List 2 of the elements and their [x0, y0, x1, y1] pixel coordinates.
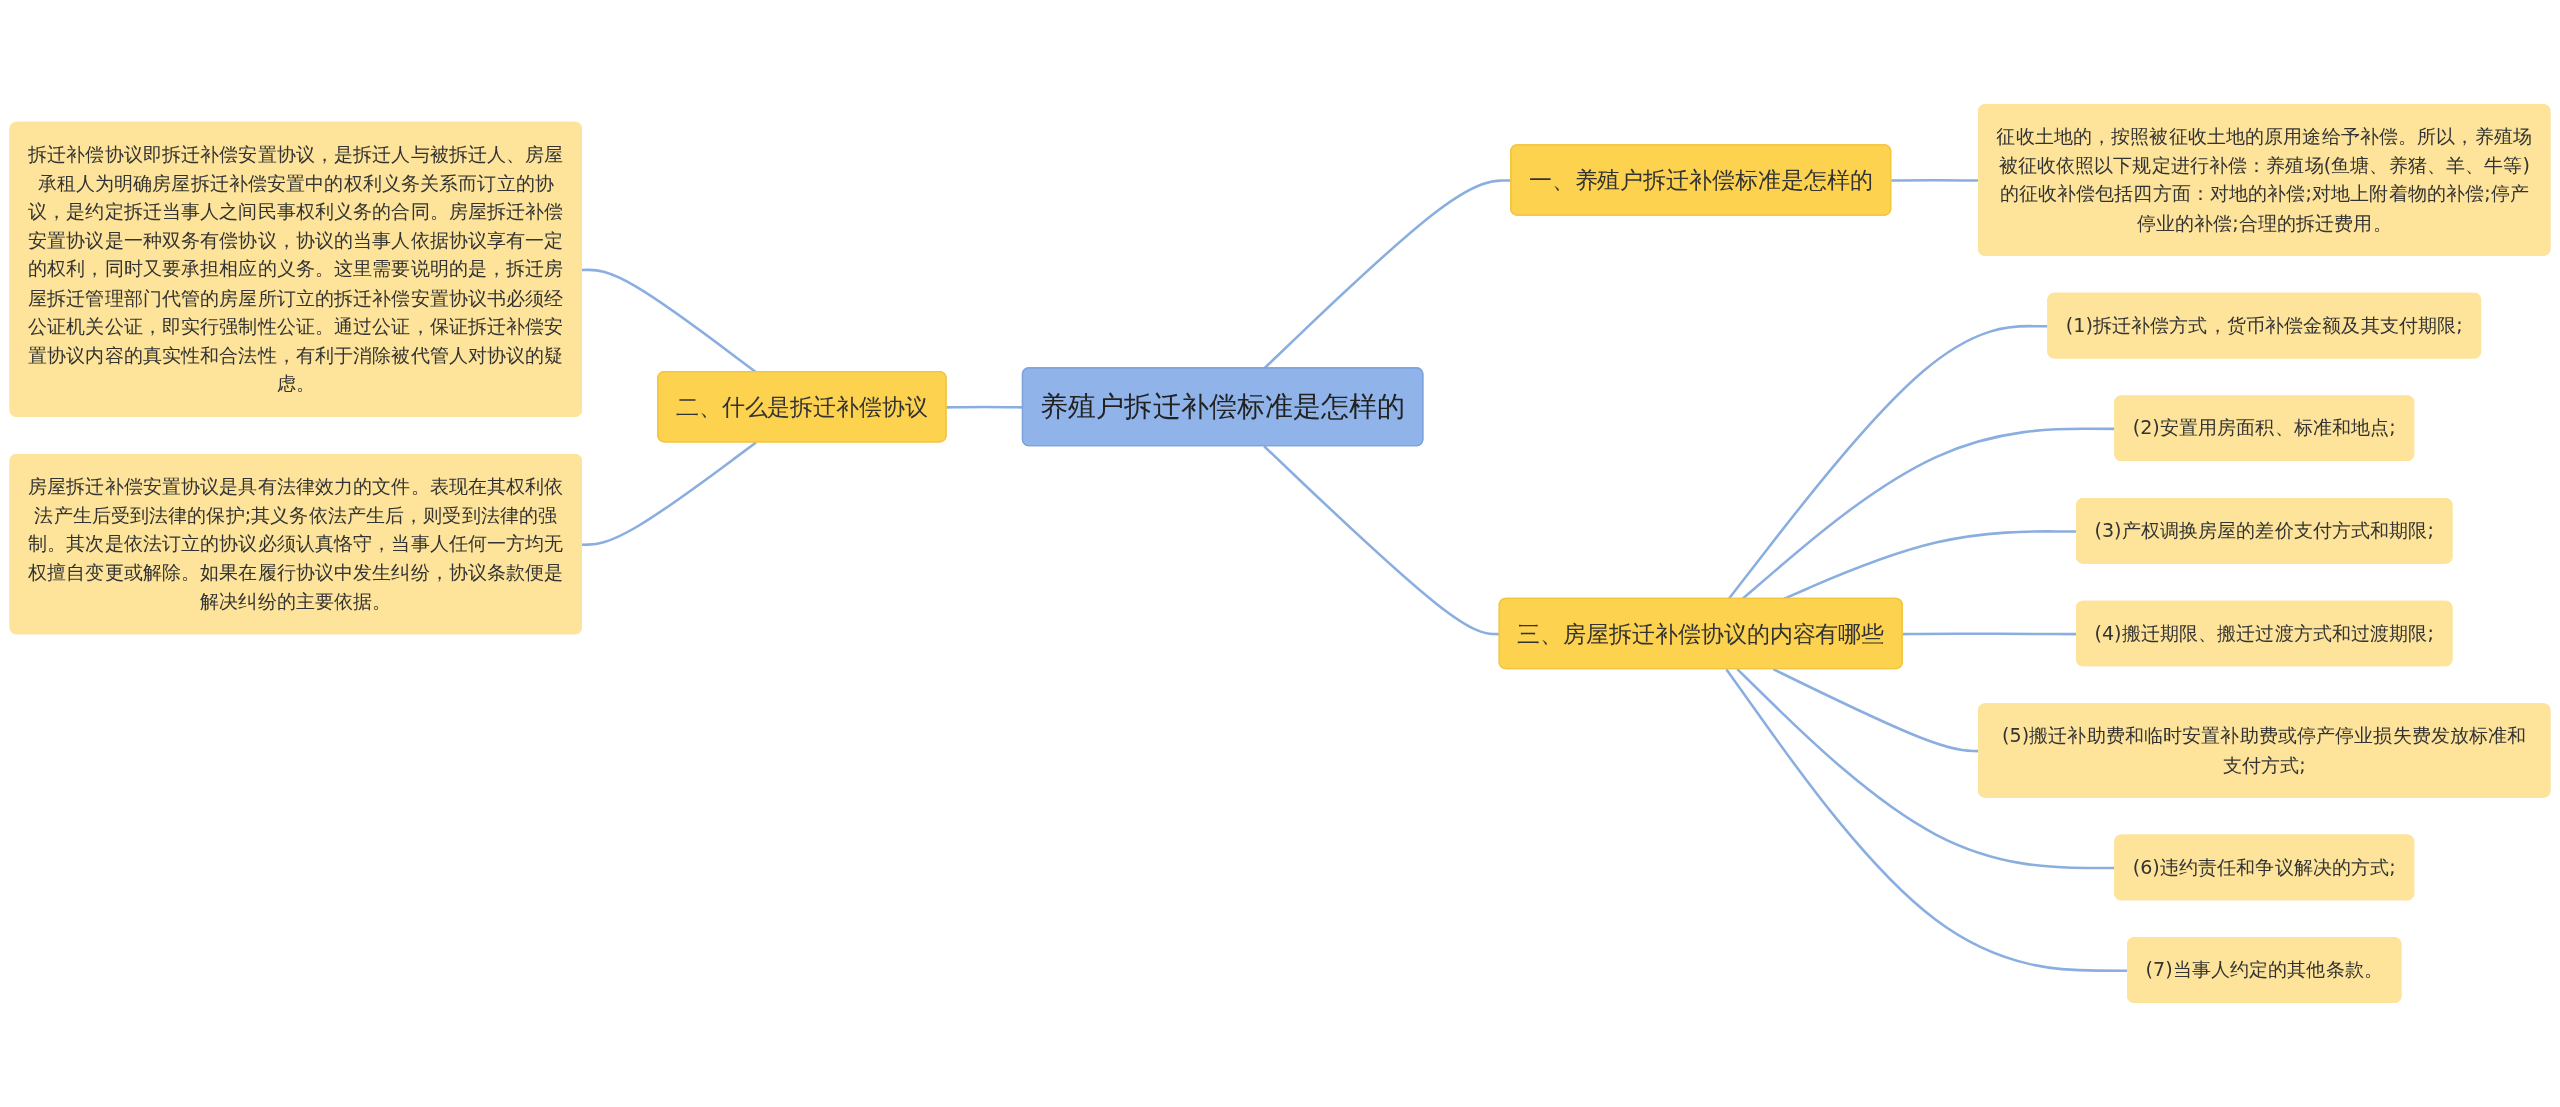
connector — [1263, 445, 1500, 636]
connector — [581, 441, 757, 546]
